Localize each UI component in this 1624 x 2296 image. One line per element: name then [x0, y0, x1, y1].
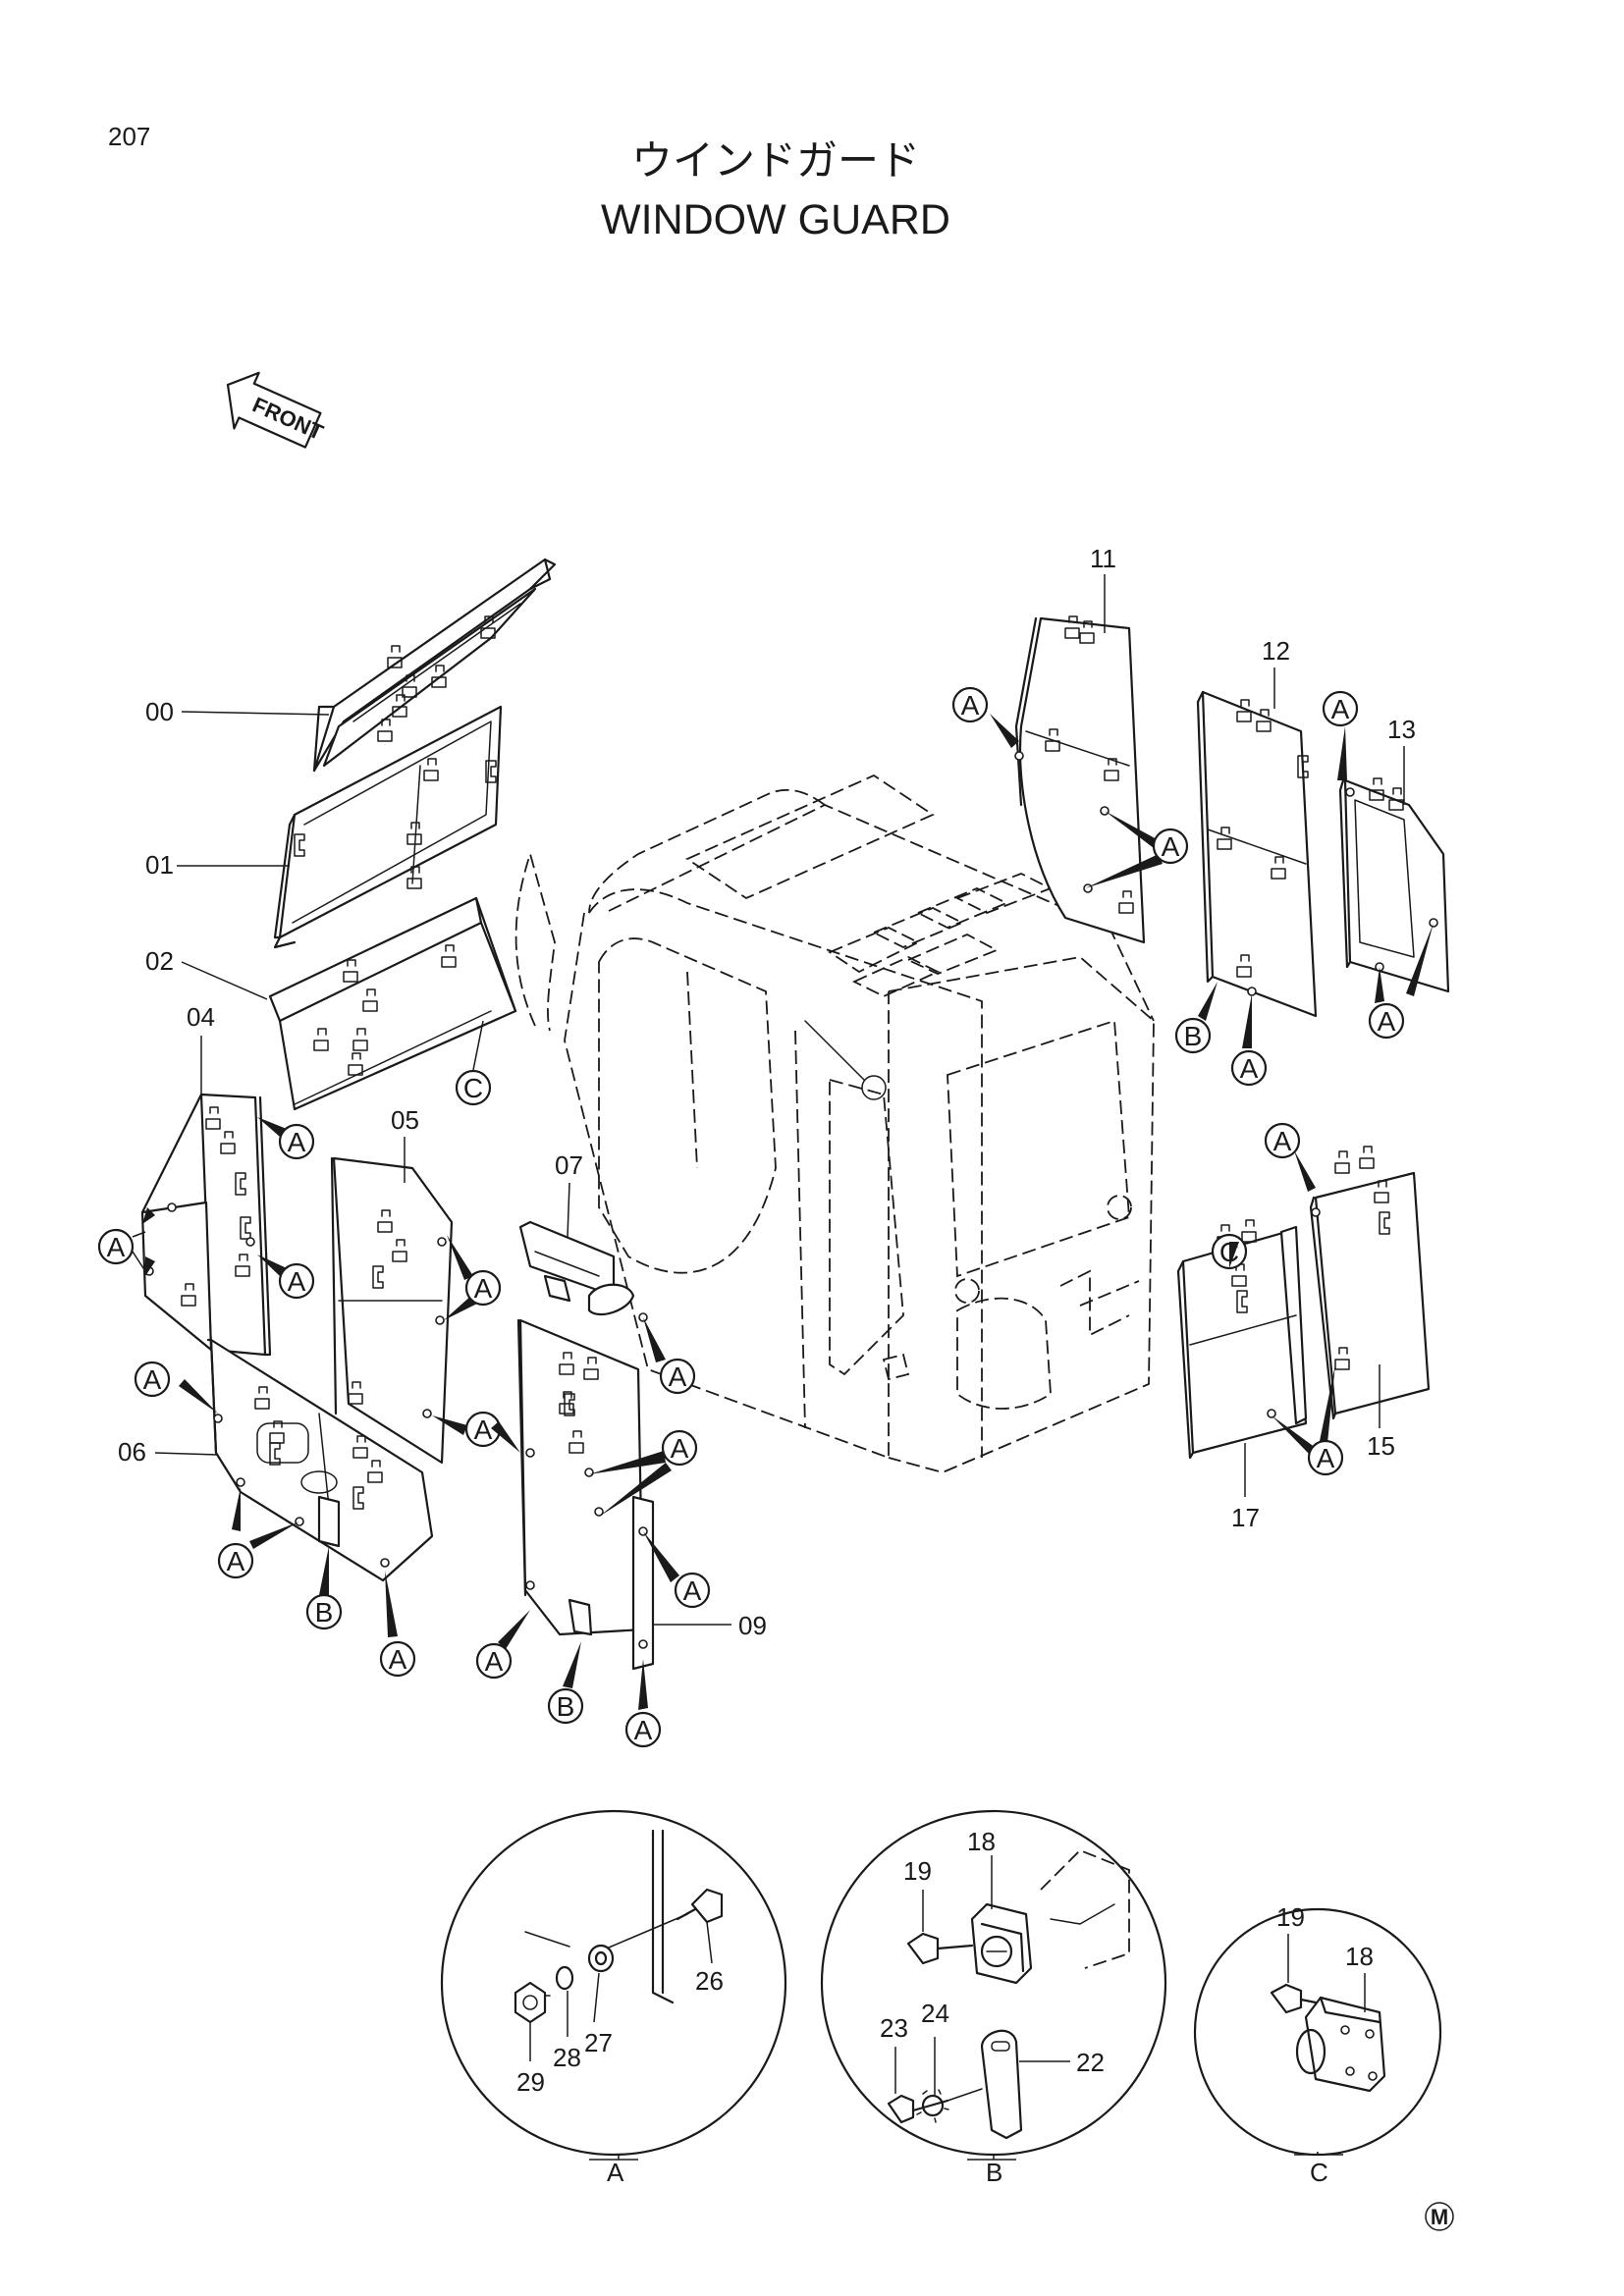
- leader-02: [181, 961, 268, 1000]
- detail-B-callout-18: 18: [967, 1827, 996, 1856]
- detail-A-callout-26: 26: [695, 1966, 724, 1996]
- detail-B-callout-23: 23: [880, 2013, 908, 2043]
- detail-A-label: A: [607, 2158, 624, 2187]
- callout-02: 02: [145, 946, 174, 976]
- callout-07: 07: [555, 1150, 583, 1180]
- ref-marker-C: [455, 1069, 492, 1106]
- callout-00: 00: [145, 697, 174, 726]
- detail-A-callout-28: 28: [553, 2043, 581, 2072]
- title-japanese: ウインドガード: [631, 136, 920, 185]
- detail-B-callout-24: 24: [921, 1999, 949, 2028]
- operator-cab: [514, 774, 1155, 1473]
- callout-04: 04: [187, 1002, 215, 1032]
- front-arrow-icon: FRONT: [226, 371, 328, 449]
- leader-06: [154, 1452, 219, 1456]
- page-number: 207: [108, 122, 150, 151]
- callout-06: 06: [118, 1437, 146, 1467]
- part-07-door-handle-guard: [518, 1220, 648, 1322]
- footer-circled-m-mark: M: [1425, 2202, 1454, 2231]
- title-english: WINDOW GUARD: [601, 196, 950, 243]
- detail-B-callout-19: 19: [903, 1856, 932, 1886]
- callout-12: 12: [1262, 636, 1290, 666]
- detail-B-callout-22: 22: [1076, 2048, 1105, 2077]
- footer-mark-label: M: [1431, 2205, 1448, 2229]
- part-15-rear-door-guard: [1309, 1146, 1431, 1420]
- reference-markers: [97, 686, 1434, 1748]
- front-label: FRONT: [249, 393, 328, 446]
- leader-07: [567, 1182, 570, 1238]
- part-12-rear-guard: [1196, 690, 1318, 1018]
- part-11-rear-side-guard: [1014, 615, 1146, 944]
- callout-01: 01: [145, 850, 174, 880]
- detail-view-C: [1193, 1907, 1442, 2157]
- part-06-lower-guard: [206, 1338, 434, 1582]
- callout-09: 09: [738, 1611, 767, 1640]
- detail-C-callout-18: 18: [1345, 1942, 1374, 1971]
- part-05-side-panel: [330, 1156, 454, 1465]
- callout-13: 13: [1387, 715, 1416, 744]
- detail-C-label: C: [1310, 2158, 1328, 2187]
- part-09-door-guard: [516, 1318, 655, 1671]
- detail-A-callout-29: 29: [516, 2067, 545, 2097]
- part-17-rear-lower-guard: [1176, 1219, 1308, 1460]
- part-01-upper-guard: [273, 705, 503, 949]
- part-04-side-guard: [140, 1093, 272, 1357]
- part-00-roof-guard: [312, 558, 557, 773]
- detail-B-label: B: [986, 2158, 1002, 2187]
- part-13-rear-corner-guard: [1338, 777, 1450, 993]
- callout-05: 05: [391, 1105, 419, 1135]
- leader-00: [181, 711, 330, 716]
- part-02-mid-guard: [268, 896, 517, 1111]
- callout-11: 11: [1090, 544, 1116, 573]
- detail-C-callout-19: 19: [1276, 1902, 1305, 1932]
- detail-view-A: [440, 1809, 787, 2161]
- callout-15: 15: [1367, 1431, 1395, 1461]
- callout-17: 17: [1231, 1503, 1260, 1532]
- detail-A-callout-27: 27: [584, 2028, 613, 2057]
- detail-view-B: [820, 1809, 1167, 2161]
